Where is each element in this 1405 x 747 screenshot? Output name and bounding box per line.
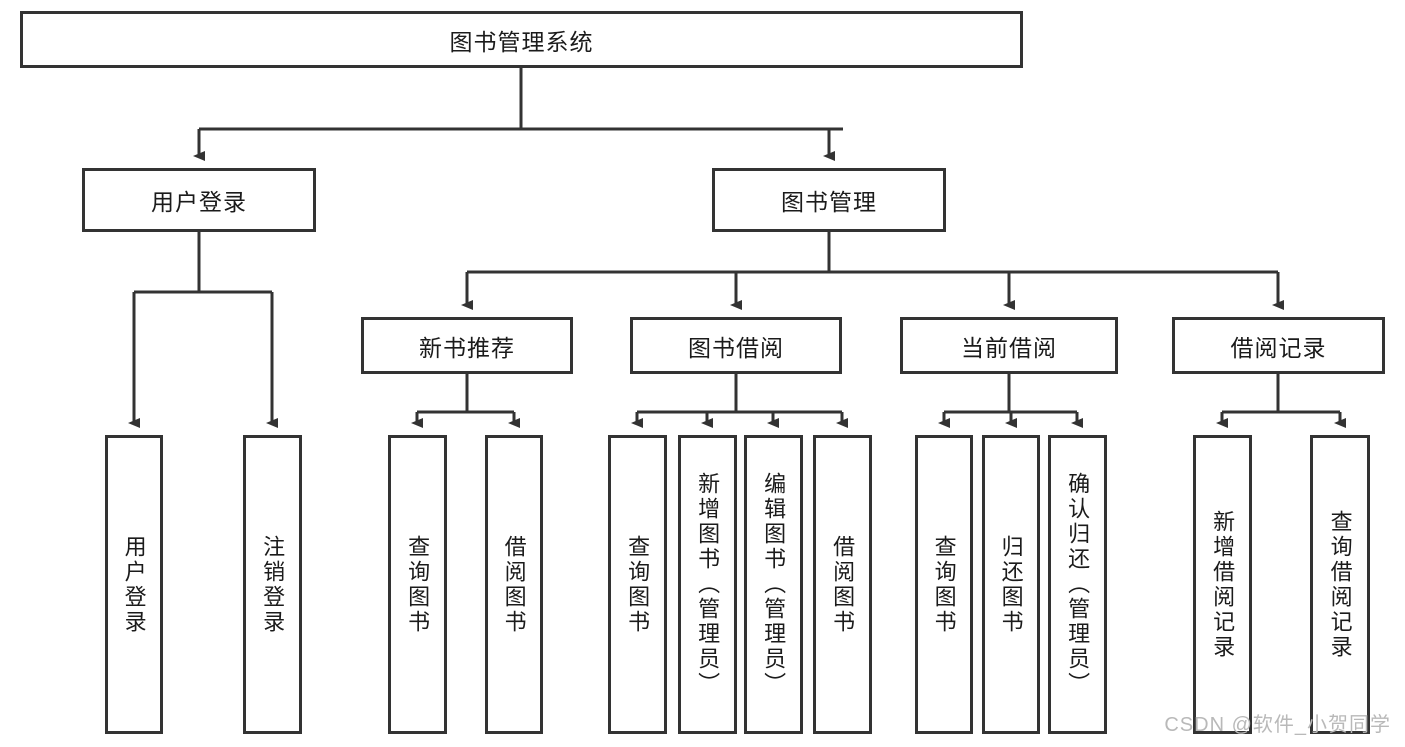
node-user-login[interactable]: 用户登录 xyxy=(82,168,316,232)
leaf-return-book[interactable]: 归还图书 xyxy=(982,435,1040,734)
leaf-query-book-recommend[interactable]: 查询图书 xyxy=(388,435,447,734)
leaf-borrow-book-recommend[interactable]: 借阅图书 xyxy=(485,435,543,734)
leaf-logout[interactable]: 注销登录 xyxy=(243,435,302,734)
leaf-edit-book-admin[interactable]: 编辑图书（管理员） xyxy=(744,435,803,734)
node-root[interactable]: 图书管理系统 xyxy=(20,11,1023,68)
leaf-query-book-current[interactable]: 查询图书 xyxy=(915,435,973,734)
leaf-user-login[interactable]: 用户登录 xyxy=(105,435,163,734)
leaf-confirm-return-admin[interactable]: 确认归还（管理员） xyxy=(1048,435,1107,734)
csdn-watermark: CSDN @软件_小贺同学 xyxy=(1164,714,1391,736)
leaf-add-borrow-record[interactable]: 新增借阅记录 xyxy=(1193,435,1252,734)
node-book-borrow[interactable]: 图书借阅 xyxy=(630,317,842,374)
node-current-borrow[interactable]: 当前借阅 xyxy=(900,317,1118,374)
node-new-book-recommend[interactable]: 新书推荐 xyxy=(361,317,573,374)
leaf-query-book-borrow[interactable]: 查询图书 xyxy=(608,435,667,734)
node-borrow-record[interactable]: 借阅记录 xyxy=(1172,317,1385,374)
leaf-borrow-book[interactable]: 借阅图书 xyxy=(813,435,872,734)
leaf-add-book-admin[interactable]: 新增图书（管理员） xyxy=(678,435,737,734)
leaf-query-borrow-record[interactable]: 查询借阅记录 xyxy=(1310,435,1370,734)
node-book-management[interactable]: 图书管理 xyxy=(712,168,946,232)
